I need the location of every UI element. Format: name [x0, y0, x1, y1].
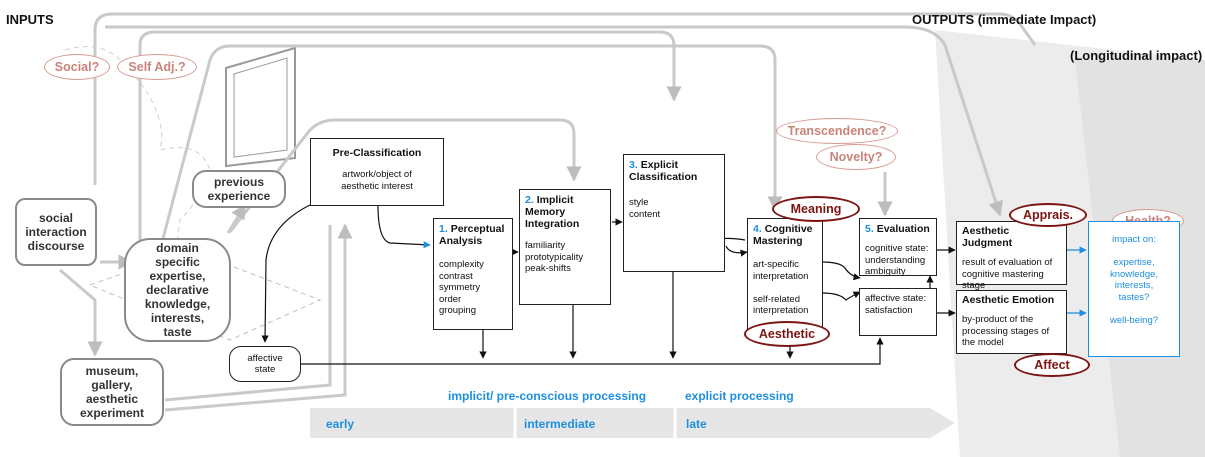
self-adj-oval: Self Adj.?	[117, 54, 197, 80]
stage-number: 5.	[865, 223, 874, 235]
aesthetic-judgment-title: Aesthetic Judgment	[962, 225, 1013, 249]
pre-classification-text: artwork/object of aesthetic interest	[341, 169, 413, 192]
apprais-oval: Apprais.	[1009, 203, 1087, 227]
implicit-text: familiarity prototypicality peak-shifts	[525, 240, 584, 274]
aesthetic-emotion-text: by-product of the processing stages of t…	[962, 314, 1050, 348]
outputs-header: OUTPUTS (immediate Impact)	[912, 12, 1097, 27]
explicit-title: Explicit Classification	[629, 159, 698, 183]
aesthetic-oval: Aesthetic	[744, 321, 830, 347]
evaluation-cognitive-box: 5. Evaluation cognitive state: understan…	[859, 218, 937, 277]
perceptual-title: Perceptual Analysis	[439, 223, 505, 247]
aesthetic-judgment-text: result of evaluation of cognitive master…	[962, 257, 1053, 291]
stage-early-label: early	[326, 417, 355, 431]
pre-classification-title: Pre-Classification	[332, 147, 422, 159]
affective-state-label: affective state	[247, 352, 283, 376]
transcendence-oval: Transcendence?	[776, 118, 898, 144]
explicit-text: style content	[629, 197, 661, 220]
perceptual-analysis-box: 1. Perceptual Analysis complexity contra…	[433, 218, 513, 330]
evaluation-cognitive-text: cognitive state: understanding ambiguity	[865, 243, 929, 277]
cognitive-text: art-specific interpretation self-related…	[753, 259, 809, 316]
cognitive-mastering-box: 4. Cognitive Mastering art-specific inte…	[747, 218, 823, 330]
domain-expertise-box: domain specific expertise, declarative k…	[124, 238, 231, 342]
affective-state-box: affective state	[229, 346, 301, 382]
evaluation-title: Evaluation	[876, 223, 930, 235]
meaning-oval: Meaning	[772, 196, 860, 222]
stage-number: 4.	[753, 223, 762, 235]
evaluation-affective-box: affective state: satisfaction	[859, 288, 937, 336]
implicit-processing-label: implicit/ pre-conscious processing	[448, 389, 647, 403]
implicit-title: Implicit Memory Integration	[525, 194, 580, 230]
processing-arrow-bar	[310, 408, 955, 438]
previous-experience-box: previous experience	[192, 170, 286, 208]
social-oval: Social?	[44, 54, 110, 80]
stage-number: 1.	[439, 223, 448, 235]
impact-text: impact on: expertise, knowledge, interes…	[1109, 234, 1159, 326]
explicit-classification-box: 3. Explicit Classification style content	[623, 154, 725, 272]
stage-number: 2.	[525, 194, 534, 206]
inputs-header: INPUTS	[6, 12, 54, 27]
museum-context-box: museum, gallery, aesthetic experiment	[60, 358, 164, 426]
explicit-processing-label: explicit processing	[685, 389, 794, 403]
aesthetic-emotion-title: Aesthetic Emotion	[962, 294, 1055, 306]
impact-box: impact on: expertise, knowledge, interes…	[1088, 221, 1180, 357]
novelty-oval: Novelty?	[816, 144, 896, 170]
cognitive-title: Cognitive Mastering	[753, 223, 813, 247]
stage-intermediate-label: intermediate	[524, 417, 596, 431]
longitudinal-header: (Longitudinal impact)	[1070, 48, 1203, 63]
evaluation-affective-text: affective state: satisfaction	[865, 293, 927, 316]
stage-number: 3.	[629, 159, 638, 171]
implicit-memory-box: 2. Implicit Memory Integration familiari…	[519, 189, 611, 305]
stage-late-label: late	[686, 417, 707, 431]
pre-classification-box: Pre-Classification artwork/object of aes…	[310, 138, 444, 206]
aesthetic-emotion-box: Aesthetic Emotion by-product of the proc…	[956, 290, 1067, 354]
perceptual-text: complexity contrast symmetry order group…	[439, 259, 484, 316]
social-interaction-box: social interaction discourse	[15, 198, 97, 266]
affect-oval: Affect	[1014, 353, 1090, 377]
artwork-frame	[225, 46, 296, 168]
aesthetic-judgment-box: Aesthetic Judgment result of evaluation …	[956, 221, 1067, 291]
